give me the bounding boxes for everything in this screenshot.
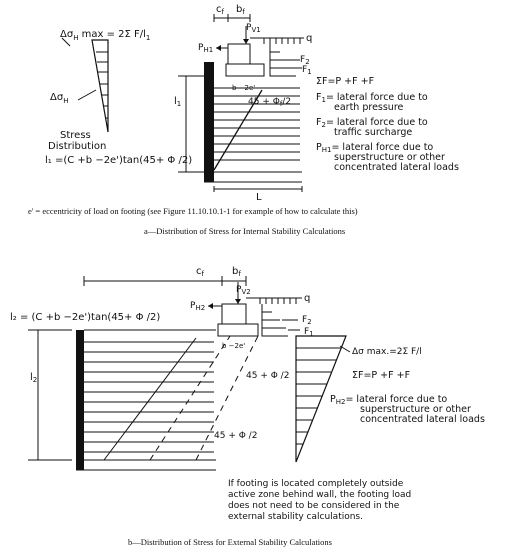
bf-label-a: bf [236,4,245,16]
ph1-label: PH1 [198,43,213,54]
diagram-b: l₂ = (C +b −2e')tan(45+ Φ /2) l2 [10,266,485,547]
pv1-label: PV1 [246,23,261,34]
bf-2e-label-b: b −2e' [222,342,245,350]
wall-a [204,62,302,183]
ph1-def-b: superstructure or other [334,152,445,163]
delta-sigma-max-label: ΔσH max = 2Σ F/l1 [60,29,150,42]
cf-label-a: cf [216,4,225,16]
reinforcement-b [84,341,214,453]
pv2-label: PV2 [236,285,251,296]
L-label: L [256,192,262,203]
leader-a-2 [77,89,97,101]
note-line-4: external stability calculations. [228,512,363,522]
distribution-label: Distribution [48,141,106,152]
reinforcement-a [214,87,300,161]
diagram-a: ΔσH max = 2Σ F/l1 ΔσH Stress Distributio… [28,4,459,236]
ph2-def-a: PH2= lateral force due to [330,394,447,406]
delta-sigma-label: ΔσH [50,92,68,105]
caption-a: a—Distribution of Stress for Internal St… [144,226,345,236]
f2-def-a: F2= lateral force due to [316,117,428,129]
angle-label-b-2: 45 + Φ /2 [214,431,257,441]
f1-label-b: F1 [304,327,314,338]
angle-label-b-1: 45 + Φ /2 [246,371,289,381]
bf-2e-label-a: b −2e' [232,84,255,92]
l2-label: l2 [30,372,37,384]
footing-b [208,282,302,337]
q-label-a: q [306,33,312,44]
dims-a [178,14,303,192]
cf-label-b: cf [196,266,205,278]
eccentricity-note: e' = eccentricity of load on footing (se… [28,206,358,216]
l2-equation: l₂ = (C +b −2e')tan(45+ Φ /2) [10,312,160,323]
note-line-1: If footing is located completely outside [228,479,404,489]
f1-def-a: F1= lateral force due to [316,92,428,104]
f1-def-b: earth pressure [334,102,404,113]
bf-label-b: bf [232,266,241,278]
f2-def-b: traffic surcharge [334,127,412,138]
stress-label: Stress [60,130,91,141]
leader-a-1 [61,37,71,47]
failure-plane-a [213,89,263,171]
angle-label-a: 45 + Φf/2 [248,97,291,108]
wall-b [76,330,216,471]
sum-f-a: ΣF=P +F +F [316,76,374,87]
q-label-b: q [304,293,310,304]
f2-label-a: F2 [300,55,310,66]
f2-label-b: F2 [302,315,312,326]
caption-b: b—Distribution of Stress for External St… [128,537,332,547]
ph1-def-c: concentrated lateral loads [334,162,459,173]
dims-b-top [83,276,247,286]
ph2-def-c: concentrated lateral loads [360,414,485,425]
stress-triangle-b [295,335,347,463]
dims-b-left [28,329,72,461]
footing-a [216,26,304,77]
sum-f-b: ΣF=P +F +F [352,370,410,381]
ph2-def-b: superstructure or other [360,404,471,415]
ph2-label: PH2 [190,301,205,312]
note-line-2: active zone behind wall, the footing loa… [228,490,411,500]
delta-sigma-b: Δσ max.=2Σ F/l [352,347,422,357]
f1-label-a: F1 [302,65,312,76]
failure-plane-b-1 [149,335,231,461]
l1-equation: l₁ =(C +b −2e')tan(45+ Φ /2) [45,155,192,166]
ph1-def-a: PH1= lateral force due to [316,142,433,154]
failure-plane-b-2 [195,335,259,461]
stress-triangle-a [91,39,109,133]
leader-b [339,345,351,353]
l1-label: l1 [174,96,181,108]
active-zone-line-b [103,337,197,461]
note-line-3: does not need to be considered in the [228,501,400,511]
